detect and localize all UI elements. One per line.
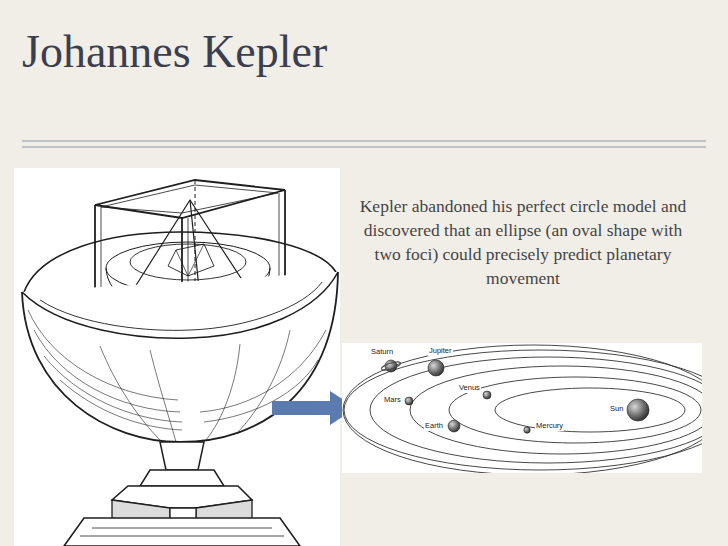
planet-symbols-part	[448, 420, 460, 432]
kepler-model-illustration-part	[44, 356, 182, 422]
kepler-model-illustration-part	[34, 330, 180, 412]
kepler-model-illustration-part	[28, 310, 178, 400]
kepler-model-illustration-part	[168, 244, 214, 276]
planet-label: Sun	[609, 405, 624, 414]
planet-symbols-part	[483, 391, 491, 399]
illustration-panel	[14, 168, 340, 546]
kepler-model-illustration-part	[80, 536, 284, 537]
kepler-model-illustration-part	[130, 244, 246, 280]
planet-label: Mars	[383, 396, 402, 405]
kepler-model-illustration-part	[64, 518, 300, 546]
orbit-ellipses-part	[410, 366, 702, 454]
planet-symbols-part	[524, 427, 530, 433]
kepler-model-illustration-part	[188, 244, 204, 276]
kepler-model-illustration-part	[92, 528, 272, 529]
kepler-model-illustration-part	[160, 442, 204, 470]
kepler-model-illustration-part	[176, 250, 188, 276]
planet-symbols-part	[405, 397, 413, 405]
planet-label: Earth	[424, 422, 444, 431]
orbit-ellipses	[343, 345, 702, 473]
kepler-model-illustration-part	[140, 470, 224, 486]
planet-symbols-part	[428, 360, 444, 376]
orbit-ellipses-part	[343, 345, 702, 473]
planet-label: Jupiter	[428, 347, 453, 356]
planet-label: Saturn	[370, 348, 394, 357]
kepler-model-illustration-part	[100, 346, 160, 440]
kepler-model-illustration-part	[40, 282, 322, 330]
title-rule-part	[22, 146, 706, 147]
title-rule	[22, 141, 706, 147]
kepler-model-illustration-part	[150, 350, 176, 442]
kepler-model-illustration	[22, 180, 338, 546]
kepler-model-illustration-part	[200, 330, 326, 412]
kepler-model-illustration-part	[101, 185, 278, 213]
kepler-model-illustration-part	[22, 272, 338, 442]
title-rule-part	[22, 140, 706, 141]
planet-label: Venus	[458, 384, 481, 393]
planet-symbols	[381, 360, 649, 433]
kepler-model-illustration-part	[236, 330, 290, 434]
planet-label: Mercury	[535, 422, 564, 431]
slide-title: Johannes Kepler	[22, 24, 327, 80]
body-text: Kepler abandoned his perfect circle mode…	[350, 194, 696, 290]
planet-symbols-part	[627, 399, 649, 421]
kepler-model-illustration-part	[60, 380, 182, 430]
orbit-ellipses-part	[344, 350, 702, 470]
planet-symbols-part	[381, 360, 402, 372]
orbit-ellipses-part	[449, 377, 701, 443]
kepler-model-illustration-part	[206, 344, 240, 440]
kepler-model-illustration-part	[22, 272, 338, 338]
orbit-ellipses-part	[370, 357, 702, 463]
orbit-ellipses-part	[495, 388, 685, 432]
